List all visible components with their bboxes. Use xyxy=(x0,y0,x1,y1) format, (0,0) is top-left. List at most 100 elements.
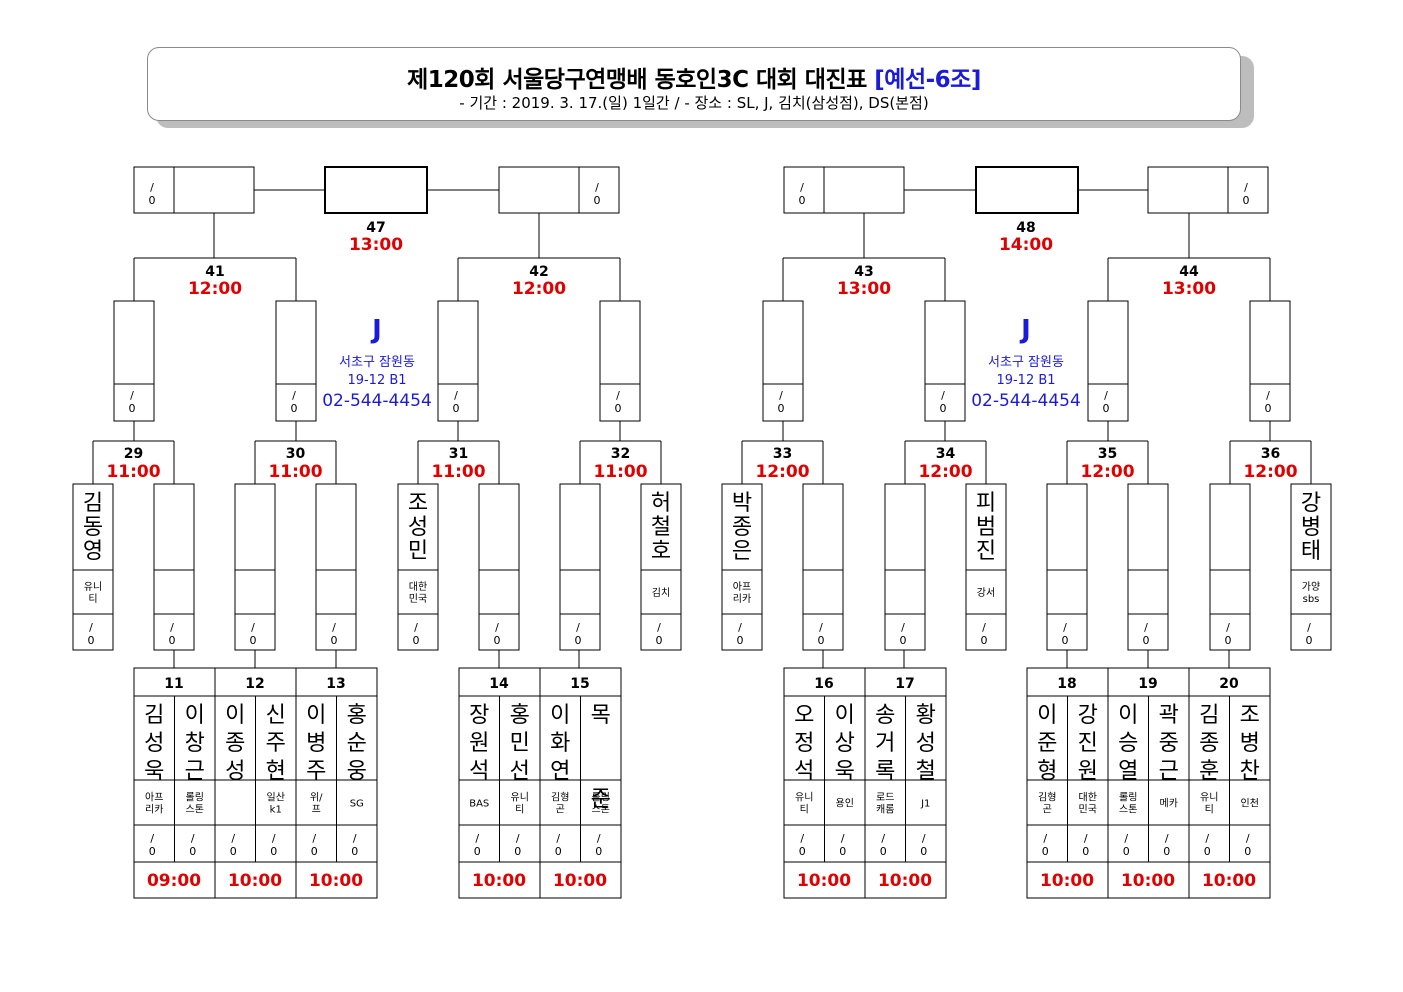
score-slash: / xyxy=(881,832,885,845)
player-slot xyxy=(1249,300,1291,422)
match-number: 17 xyxy=(895,676,914,692)
player-club: 김형 xyxy=(551,792,569,804)
score-slash: / xyxy=(595,181,599,194)
player-club: 롤링 xyxy=(186,792,204,804)
match-time: 10:00 xyxy=(1121,871,1175,891)
player-slot xyxy=(824,695,866,863)
match-time: 11:00 xyxy=(268,462,322,482)
score-slash: / xyxy=(353,832,357,845)
player-slot xyxy=(580,695,622,863)
player-club: 가양 xyxy=(1302,581,1320,593)
player-club: k1 xyxy=(270,805,282,816)
venue-phone: 02-544-4454 xyxy=(971,391,1081,411)
player-slot xyxy=(1046,483,1088,651)
score-zero: 0 xyxy=(1143,634,1150,647)
score-slash: / xyxy=(841,832,845,845)
player-slot xyxy=(214,695,256,863)
score-slash: / xyxy=(150,181,154,194)
score-zero: 0 xyxy=(1042,845,1049,858)
player-club: 김형 xyxy=(1038,792,1056,804)
match-time: 13:00 xyxy=(837,279,891,299)
score-slash: / xyxy=(941,389,945,402)
player-slot xyxy=(1107,695,1149,863)
score-zero: 0 xyxy=(311,845,318,858)
match-time: 11:00 xyxy=(106,462,160,482)
venue-address: 19-12 B1 xyxy=(996,373,1055,388)
player-club: 스톤 xyxy=(186,804,204,816)
score-zero: 0 xyxy=(453,402,460,415)
score-slash: / xyxy=(231,832,235,845)
match-time: 10:00 xyxy=(1040,871,1094,891)
match-number: 31 xyxy=(449,446,468,462)
score-slash: / xyxy=(516,832,520,845)
player-club: 아프 xyxy=(145,792,163,804)
player-club: 아프 xyxy=(733,581,751,593)
score-slash: / xyxy=(657,621,661,634)
player-slot xyxy=(437,300,479,422)
page-subtitle: - 기간 : 2019. 3. 17.(일) 1일간 / - 장소 : SL, … xyxy=(459,94,929,112)
score-slash: / xyxy=(901,621,905,634)
venue-name: J xyxy=(370,315,382,345)
venue-address: 19-12 B1 xyxy=(347,373,406,388)
player-slot xyxy=(295,695,337,863)
match-number: 47 xyxy=(366,220,385,236)
player-club: 인천 xyxy=(1241,798,1259,810)
match-number-box xyxy=(295,667,378,697)
match-number: 18 xyxy=(1057,676,1076,692)
player-club: 프 xyxy=(312,805,321,816)
score-slash: / xyxy=(1104,389,1108,402)
score-zero: 0 xyxy=(129,402,136,415)
final-slot xyxy=(1147,166,1269,214)
match-number: 20 xyxy=(1219,676,1239,692)
match-time: 10:00 xyxy=(553,871,607,891)
score-slash: / xyxy=(191,832,195,845)
score-slash: / xyxy=(1043,832,1047,845)
score-slash: / xyxy=(982,621,986,634)
player-club: BAS xyxy=(469,799,489,810)
match-number: 48 xyxy=(1016,220,1035,236)
score-slash: / xyxy=(738,621,742,634)
score-slash: / xyxy=(150,832,154,845)
score-zero: 0 xyxy=(940,402,947,415)
player-slot xyxy=(1067,695,1109,863)
score-zero: 0 xyxy=(1225,634,1232,647)
match-number-box xyxy=(214,667,297,697)
score-zero: 0 xyxy=(818,634,825,647)
score-slash: / xyxy=(779,389,783,402)
player-slot xyxy=(965,483,1007,651)
score-zero: 0 xyxy=(494,634,501,647)
final-slot xyxy=(498,166,620,214)
score-slash: / xyxy=(556,832,560,845)
player-slot xyxy=(783,695,825,863)
player-slot xyxy=(499,695,541,863)
match-time: 10:00 xyxy=(472,871,526,891)
player-club: 유니 xyxy=(1200,792,1218,804)
score-zero: 0 xyxy=(351,845,358,858)
player-club: 민국 xyxy=(409,593,427,605)
player-club: 로드 xyxy=(876,793,894,804)
player-slot xyxy=(315,483,357,651)
match-number: 32 xyxy=(611,446,630,462)
score-zero: 0 xyxy=(1123,845,1130,858)
match-number: 14 xyxy=(489,676,509,692)
match-time: 11:00 xyxy=(593,462,647,482)
score-slash: / xyxy=(130,389,134,402)
match-time: 13:00 xyxy=(1162,279,1216,299)
match-time: 09:00 xyxy=(147,871,201,891)
player-slot xyxy=(397,483,439,651)
match-time: 10:00 xyxy=(878,871,932,891)
player-slot xyxy=(640,483,682,651)
score-zero: 0 xyxy=(149,194,156,207)
player-slot xyxy=(1229,695,1271,863)
match-number: 34 xyxy=(936,446,956,462)
player-club: 티 xyxy=(515,804,524,816)
match-time: 12:00 xyxy=(188,279,242,299)
player-slot xyxy=(802,483,844,651)
match-time: 10:00 xyxy=(309,871,363,891)
score-slash: / xyxy=(576,621,580,634)
